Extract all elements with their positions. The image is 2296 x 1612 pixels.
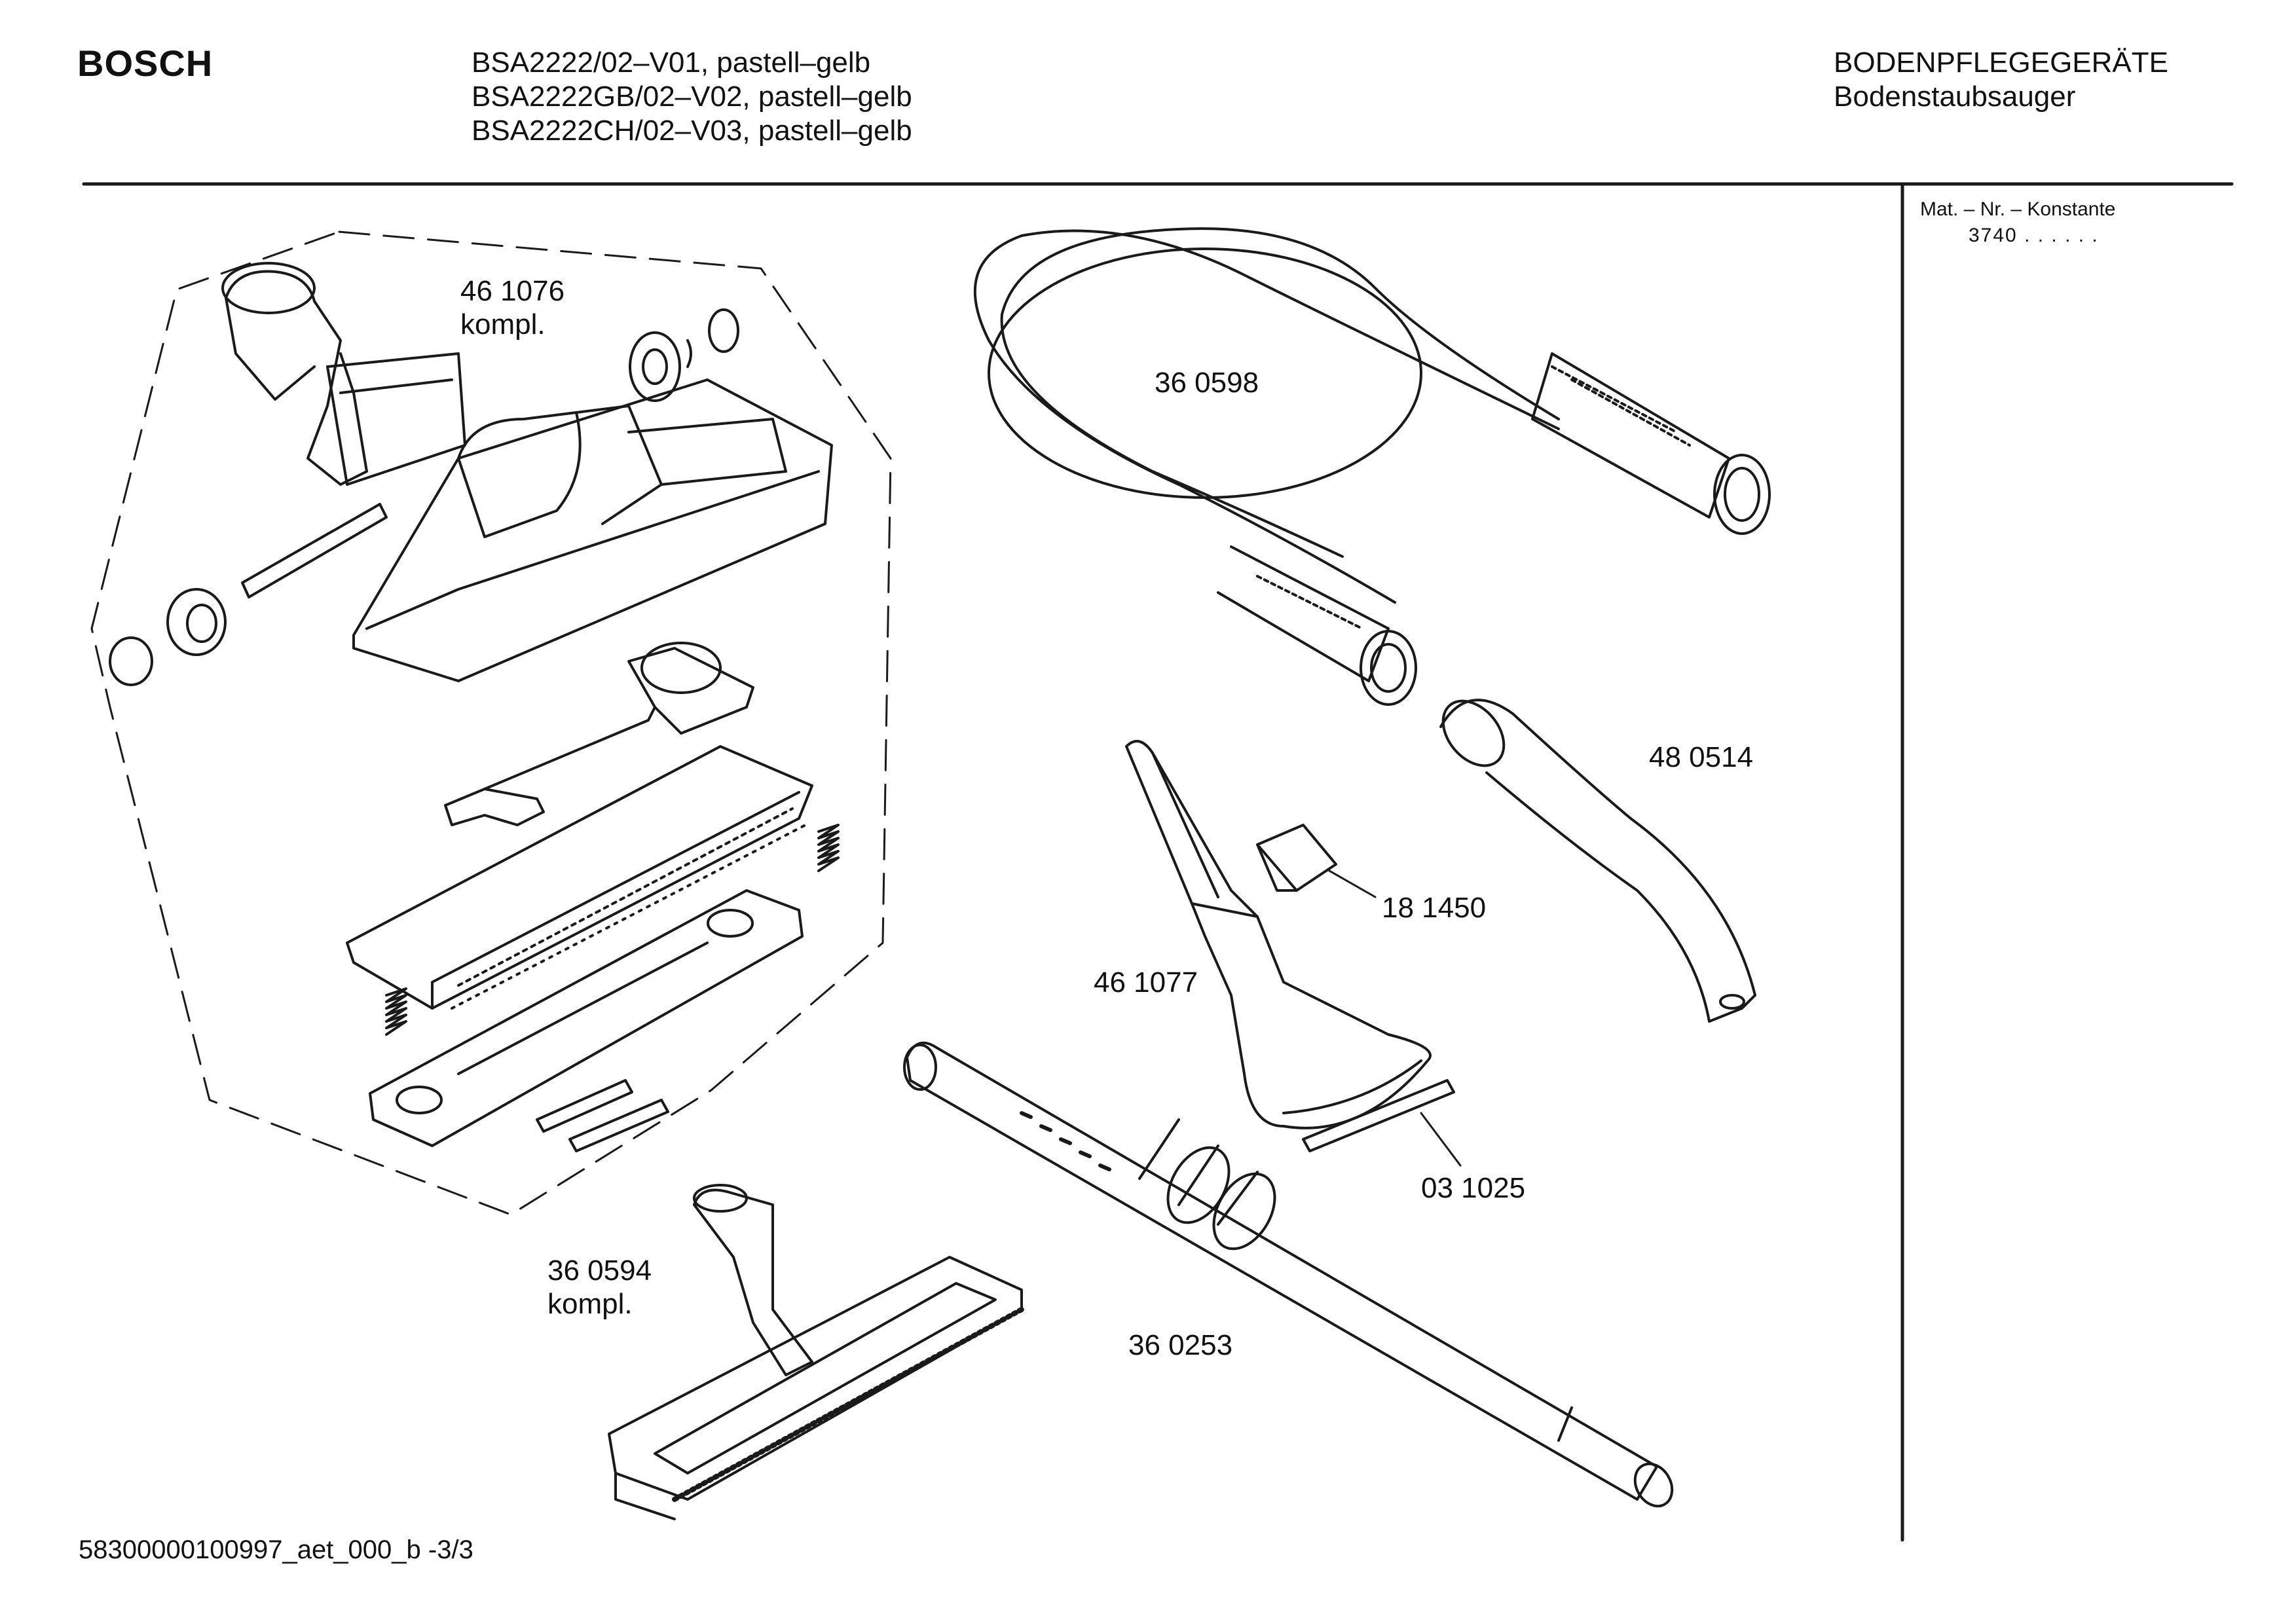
- part-number: 36 0598: [1155, 367, 1259, 399]
- part-number: 36 0253: [1128, 1329, 1233, 1361]
- part-label-46-1077: 46 1077: [1094, 966, 1198, 1000]
- document-id: 58300000100997_aet_000_b -3/3: [79, 1535, 473, 1564]
- part-number: 03 1025: [1421, 1172, 1526, 1204]
- category-subtitle: Bodenstaubsauger: [1834, 81, 2076, 113]
- part-label-03-1025: 03 1025: [1421, 1172, 1525, 1205]
- sidebar-code: 3740 . . . . . .: [1969, 225, 2099, 246]
- part-number: 48 0514: [1649, 741, 1754, 773]
- part-number: 46 1077: [1094, 966, 1198, 998]
- model-list: BSA2222/02–V01, pastell–gelb BSA2222GB/0…: [472, 46, 912, 148]
- floor-nozzle-assembly: [109, 262, 840, 1152]
- part-number: 18 1450: [1382, 892, 1487, 924]
- model-line: BSA2222GB/02–V02, pastell–gelb: [472, 81, 912, 113]
- strip: [1302, 1079, 1462, 1167]
- clip: [1256, 824, 1377, 898]
- part-note: kompl.: [460, 308, 546, 340]
- crevice-nozzle: [1125, 740, 1432, 1129]
- model-line: BSA2222CH/02–V03, pastell–gelb: [472, 115, 912, 147]
- part-label-46-1076: 46 1076 kompl.: [460, 275, 565, 341]
- part-number: 36 0594: [547, 1255, 652, 1287]
- model-line: BSA2222/02–V01, pastell–gelb: [472, 46, 871, 79]
- part-label-48-0514: 48 0514: [1649, 741, 1753, 775]
- assembly-outline: [90, 230, 892, 1216]
- parquet-nozzle: [608, 1184, 1024, 1520]
- part-label-36-0594: 36 0594 kompl.: [547, 1255, 652, 1321]
- part-number: 46 1076: [460, 275, 565, 307]
- brand-logo: BOSCH: [77, 43, 213, 84]
- telescopic-tube: [903, 1041, 1674, 1508]
- part-note: kompl.: [547, 1287, 633, 1320]
- part-label-36-0253: 36 0253: [1128, 1329, 1232, 1363]
- curved-tube: [1439, 699, 1756, 1023]
- part-label-18-1450: 18 1450: [1382, 892, 1486, 925]
- part-label-36-0598: 36 0598: [1155, 367, 1259, 400]
- sidebar-heading: Mat. – Nr. – Konstante: [1920, 198, 2116, 220]
- category-block: BODENPFLEGEGERÄTE Bodenstaubsauger: [1834, 46, 2168, 114]
- category-title: BODENPFLEGEGERÄTE: [1834, 46, 2169, 79]
- hose: [973, 227, 1771, 706]
